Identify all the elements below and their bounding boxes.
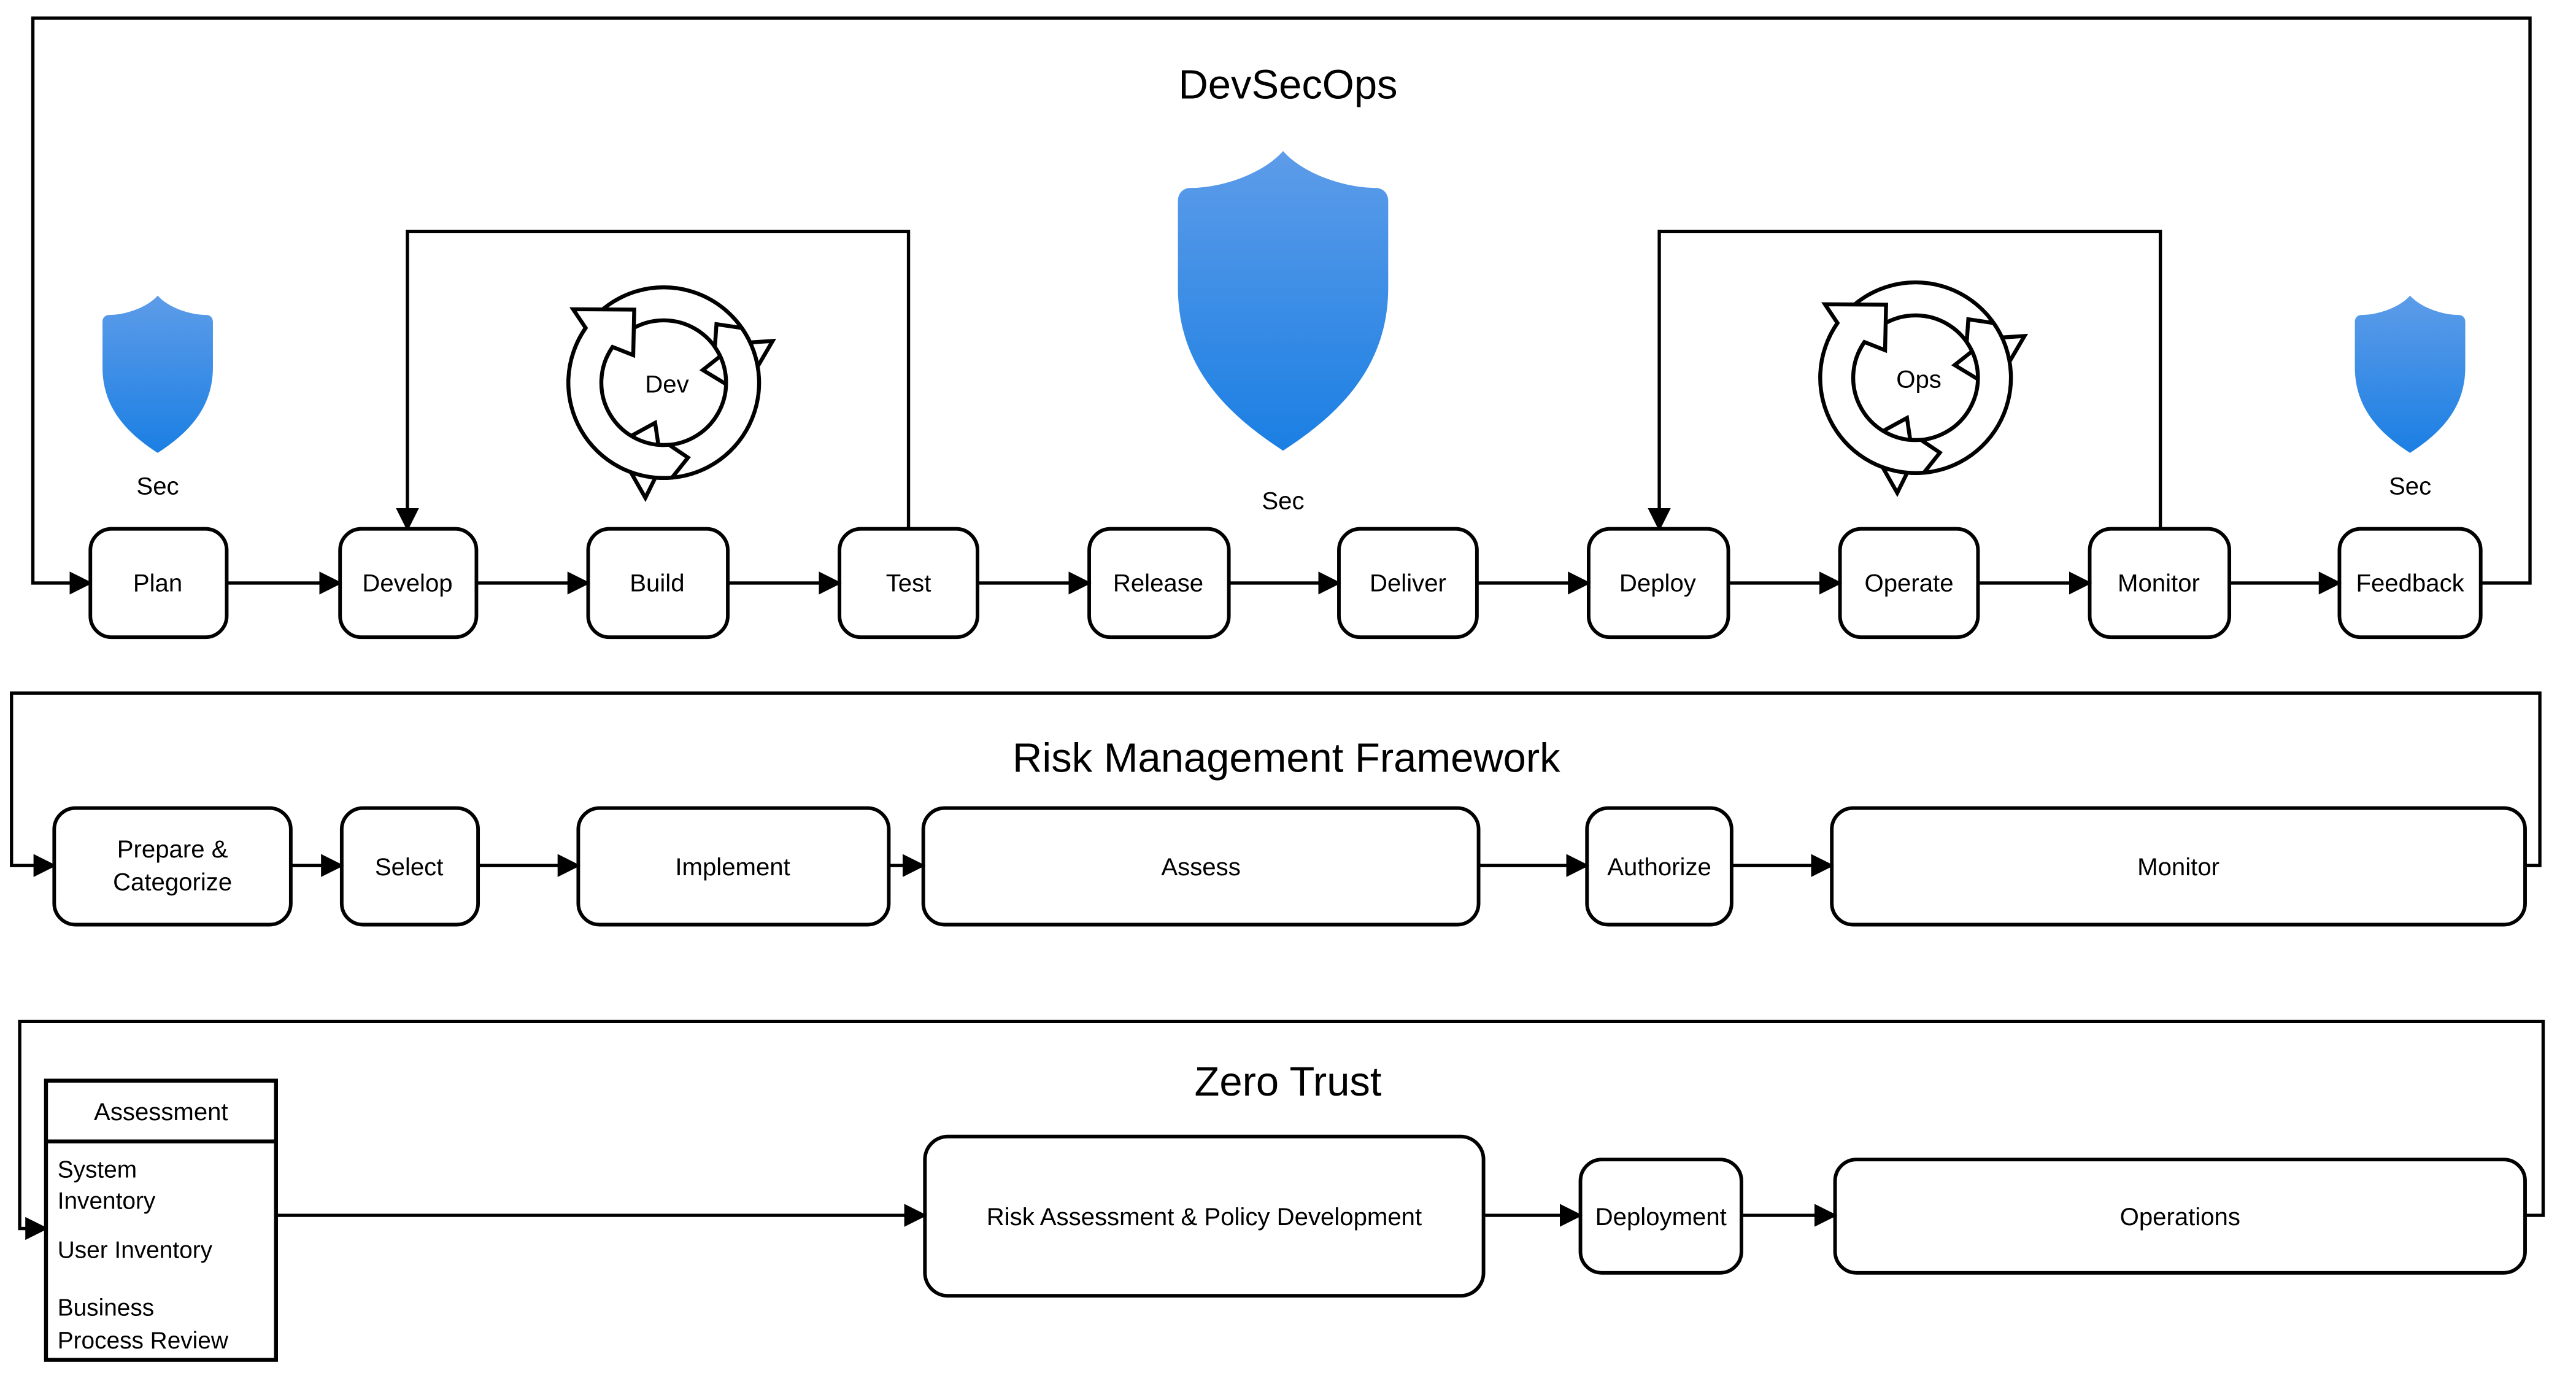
svg-text:Prepare &: Prepare & bbox=[117, 835, 228, 863]
zero-trust-section: Zero Trust Assessment System Inventory U… bbox=[18, 1019, 2545, 1362]
shield-sec-left-label: Sec bbox=[136, 472, 179, 500]
svg-text:Plan: Plan bbox=[133, 569, 182, 597]
rmf-step-monitor: Monitor bbox=[1830, 806, 2527, 927]
dev-cycle-label: Dev bbox=[645, 371, 688, 398]
zt-item-business-line2: Process Review bbox=[58, 1328, 229, 1354]
rmf-step-select: Select bbox=[339, 806, 480, 927]
svg-text:Assess: Assess bbox=[1161, 853, 1240, 881]
step-release: Release bbox=[1087, 527, 1231, 640]
step-develop: Develop bbox=[338, 527, 479, 640]
rmf-step-implement: Implement bbox=[576, 806, 891, 927]
devsecops-section: DevSecOps Sec Sec Sec Dev Ops bbox=[31, 16, 2532, 640]
ops-cycle-label: Ops bbox=[1896, 366, 1942, 393]
monitor-to-deploy-connector bbox=[1648, 230, 2162, 532]
svg-text:Operations: Operations bbox=[2120, 1203, 2240, 1231]
svg-text:Build: Build bbox=[630, 569, 684, 597]
step-plan: Plan bbox=[88, 527, 229, 640]
zt-item-business-line1: Business bbox=[58, 1294, 154, 1321]
shield-sec-right-icon bbox=[2354, 295, 2466, 453]
rmf-section: Risk Management Framework Prepare & Cate… bbox=[10, 691, 2542, 927]
svg-text:Implement: Implement bbox=[675, 853, 790, 881]
ops-cycle-icon bbox=[1778, 278, 2041, 520]
svg-text:Monitor: Monitor bbox=[2118, 569, 2200, 597]
svg-text:Risk Assessment & Policy Devel: Risk Assessment & Policy Development bbox=[987, 1203, 1422, 1231]
zero-trust-title: Zero Trust bbox=[1195, 1059, 1382, 1105]
zt-step-deployment: Deployment bbox=[1578, 1158, 1743, 1275]
shield-sec-left-icon bbox=[102, 295, 213, 453]
svg-text:Release: Release bbox=[1113, 569, 1203, 597]
shield-sec-center-label: Sec bbox=[1262, 487, 1304, 515]
shield-sec-center-icon bbox=[1178, 151, 1389, 451]
step-feedback: Feedback bbox=[2337, 527, 2483, 640]
rmf-step-assess: Assess bbox=[921, 806, 1481, 927]
zt-step-risk-assessment: Risk Assessment & Policy Development bbox=[923, 1134, 1486, 1298]
shield-sec-right-label: Sec bbox=[2389, 472, 2431, 500]
svg-text:Monitor: Monitor bbox=[2137, 853, 2219, 881]
zt-item-user-inventory: User Inventory bbox=[58, 1237, 213, 1264]
rmf-title: Risk Management Framework bbox=[1012, 735, 1560, 781]
svg-text:Deployment: Deployment bbox=[1595, 1203, 1727, 1231]
zt-item-system-inventory-line2: Inventory bbox=[58, 1188, 156, 1214]
svg-text:Feedback: Feedback bbox=[2356, 569, 2464, 597]
step-test: Test bbox=[838, 527, 979, 640]
dev-cycle-icon bbox=[526, 283, 789, 525]
test-to-develop-connector bbox=[396, 230, 911, 532]
zt-step-operations: Operations bbox=[1833, 1158, 2527, 1275]
svg-text:Deliver: Deliver bbox=[1370, 569, 1446, 597]
step-deliver: Deliver bbox=[1337, 527, 1479, 640]
svg-text:Deploy: Deploy bbox=[1619, 569, 1696, 597]
zt-assessment-table: Assessment System Inventory User Invento… bbox=[44, 1078, 278, 1362]
svg-text:Test: Test bbox=[886, 569, 931, 597]
step-deploy: Deploy bbox=[1587, 527, 1730, 640]
svg-text:Select: Select bbox=[375, 853, 444, 881]
rmf-monitor-to-prepare-connector bbox=[10, 691, 2542, 877]
zt-item-system-inventory-line1: System bbox=[58, 1157, 137, 1183]
svg-text:Develop: Develop bbox=[362, 569, 452, 597]
feedback-to-plan-connector bbox=[31, 16, 2532, 595]
step-monitor: Monitor bbox=[2088, 527, 2232, 640]
svg-text:Categorize: Categorize bbox=[113, 868, 232, 895]
rmf-step-authorize: Authorize bbox=[1585, 806, 1733, 927]
zt-operations-to-assessment-connector bbox=[18, 1019, 2545, 1240]
svg-text:Operate: Operate bbox=[1865, 569, 1954, 597]
step-build: Build bbox=[586, 527, 730, 640]
zt-assessment-header: Assessment bbox=[94, 1098, 228, 1126]
svg-text:Authorize: Authorize bbox=[1607, 853, 1711, 881]
rmf-step-prepare-categorize: Prepare & Categorize bbox=[52, 806, 293, 927]
step-operate: Operate bbox=[1838, 527, 1980, 640]
devsecops-title: DevSecOps bbox=[1178, 62, 1397, 108]
